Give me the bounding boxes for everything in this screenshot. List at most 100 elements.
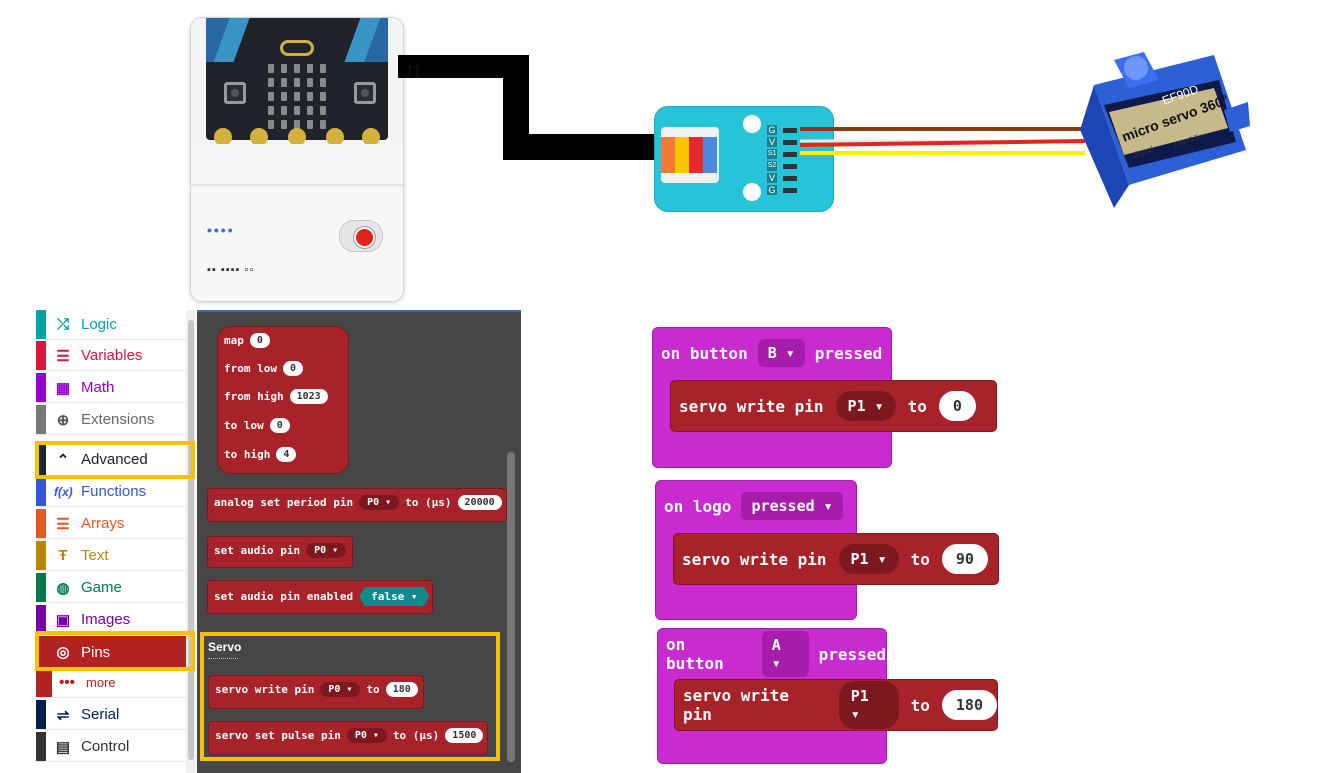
- block-label: servo write pin: [683, 686, 789, 724]
- boolean-dropdown[interactable]: false ▾: [359, 587, 430, 606]
- led-icon: [281, 92, 287, 101]
- toolbox-label: Images: [81, 611, 131, 628]
- led-icon: [281, 78, 287, 87]
- button-a-icon: [224, 82, 246, 104]
- toolbox-item-game[interactable]: ◍ Game: [36, 573, 186, 603]
- gamepad-icon: ◍: [56, 579, 70, 597]
- button-dropdown[interactable]: B ▾: [757, 339, 805, 367]
- from-low-label: from low: [224, 362, 277, 375]
- led-icon: [307, 78, 313, 87]
- toolbox-scrollbar[interactable]: [186, 310, 196, 773]
- servo-write-block[interactable]: servo write pin P1 ▾ to 0: [670, 380, 997, 432]
- to-low-value[interactable]: 0: [269, 418, 290, 433]
- servo-motor-image: EF90D micro servo 360° digital 3.0v~5.5v: [1080, 52, 1250, 208]
- mount-hole: [743, 115, 761, 133]
- pin-dropdown[interactable]: P0 ▾: [359, 495, 400, 510]
- toolbox-item-control[interactable]: ▤ Control: [36, 732, 186, 762]
- toolbox-item-variables[interactable]: ☰ Variables: [36, 341, 186, 371]
- period-value[interactable]: 20000: [457, 495, 502, 510]
- servo-write-block[interactable]: servo write pin P1 ▾ to 180: [674, 679, 998, 731]
- plus-circle-icon: ⊕: [56, 411, 70, 429]
- shuffle-icon: ⤮: [56, 316, 69, 333]
- logo-dropdown[interactable]: pressed ▾: [741, 492, 843, 520]
- edge-pad: [288, 128, 306, 146]
- servo-write-block[interactable]: servo write pin P1 ▾ to 90: [673, 533, 999, 585]
- led-icon: [268, 64, 274, 73]
- led-icon: [294, 64, 300, 73]
- toolbox-label: Advanced: [81, 451, 148, 468]
- pulse-value[interactable]: 1500: [445, 728, 484, 743]
- led-icon: [268, 78, 274, 87]
- toolbox-label: Pins: [81, 643, 111, 661]
- led-icon: [320, 64, 326, 73]
- microbit-pcb: [206, 18, 388, 146]
- expansion-case: •••• ▪▪ ▪▪▪▪ ▫▫: [191, 144, 403, 301]
- pin-dropdown[interactable]: P1 ▾: [835, 391, 896, 421]
- control-icon: ▤: [55, 738, 71, 756]
- map-label: map: [224, 334, 244, 347]
- toolbox-item-logic[interactable]: ⤮ Logic: [36, 310, 186, 340]
- toolbox-item-extensions[interactable]: ⊕ Extensions: [36, 405, 186, 435]
- power-switch-icon: [339, 220, 383, 252]
- led-icon: [281, 106, 287, 115]
- to-high-value[interactable]: 4: [276, 447, 297, 462]
- block-label: servo write pin: [679, 396, 824, 416]
- pin-dropdown[interactable]: P1 ▾: [838, 544, 899, 574]
- led-icon: [294, 78, 300, 87]
- led-icon: [320, 120, 326, 129]
- pin-dropdown[interactable]: P0 ▾: [306, 543, 347, 558]
- angle-value[interactable]: 0: [938, 391, 976, 421]
- toolbox-item-more[interactable]: ••• more: [36, 668, 186, 698]
- servo-wires: [800, 127, 1086, 155]
- toolbox-label: Game: [81, 579, 122, 596]
- pin-dropdown[interactable]: P1 ▾: [838, 681, 899, 729]
- pin-label: V: [767, 137, 777, 147]
- led-icon: [307, 120, 313, 129]
- event-suffix: pressed: [818, 644, 886, 664]
- angle-value[interactable]: 90: [941, 544, 988, 574]
- toolbox-item-pins[interactable]: ◎ Pins: [36, 636, 186, 668]
- toolbox-label: Serial: [81, 706, 120, 723]
- button-dropdown[interactable]: A ▾: [761, 631, 809, 677]
- led-icon: [320, 92, 326, 101]
- toolbox-scroll-thumb[interactable]: [188, 320, 194, 760]
- event-suffix: pressed: [814, 343, 883, 363]
- toolbox-label: Text: [81, 547, 109, 564]
- flyout-scrollbar[interactable]: [507, 452, 515, 762]
- angle-value[interactable]: 180: [941, 690, 997, 720]
- list-icon: ☰: [56, 515, 70, 533]
- cable-diagram: [398, 55, 660, 160]
- usb-icon: ⇌: [56, 706, 70, 724]
- event-label: on button: [666, 635, 724, 673]
- angle-value[interactable]: 180: [385, 682, 418, 697]
- led-icon: [294, 120, 300, 129]
- from-low-value[interactable]: 0: [282, 361, 304, 376]
- calculator-icon: ▦: [55, 379, 71, 397]
- pin-dropdown[interactable]: P0 ▾: [320, 682, 361, 697]
- toolbox-item-math[interactable]: ▦ Math: [36, 373, 186, 403]
- pin-label: S2: [767, 161, 777, 171]
- led-icon: [307, 106, 313, 115]
- category-divider: [208, 658, 238, 659]
- toolbox-item-arrays[interactable]: ☰ Arrays: [36, 509, 186, 539]
- advanced-highlight: [35, 441, 195, 479]
- black-cable: [398, 55, 660, 160]
- toolbox-item-serial[interactable]: ⇌ Serial: [36, 700, 186, 730]
- map-value[interactable]: 0: [249, 333, 270, 348]
- toolbox-item-functions[interactable]: f(x) Functions: [36, 477, 186, 507]
- to-label: to: [907, 396, 927, 416]
- pin-dropdown[interactable]: P0 ▾: [346, 728, 387, 743]
- led-icon: [320, 78, 326, 87]
- toolbox-label: Variables: [81, 347, 143, 364]
- from-high-value[interactable]: 1023: [289, 389, 328, 404]
- toolbox-item-text[interactable]: Ŧ Text: [36, 541, 186, 571]
- led-icon: [320, 106, 326, 115]
- to-high-label: to high: [224, 448, 271, 461]
